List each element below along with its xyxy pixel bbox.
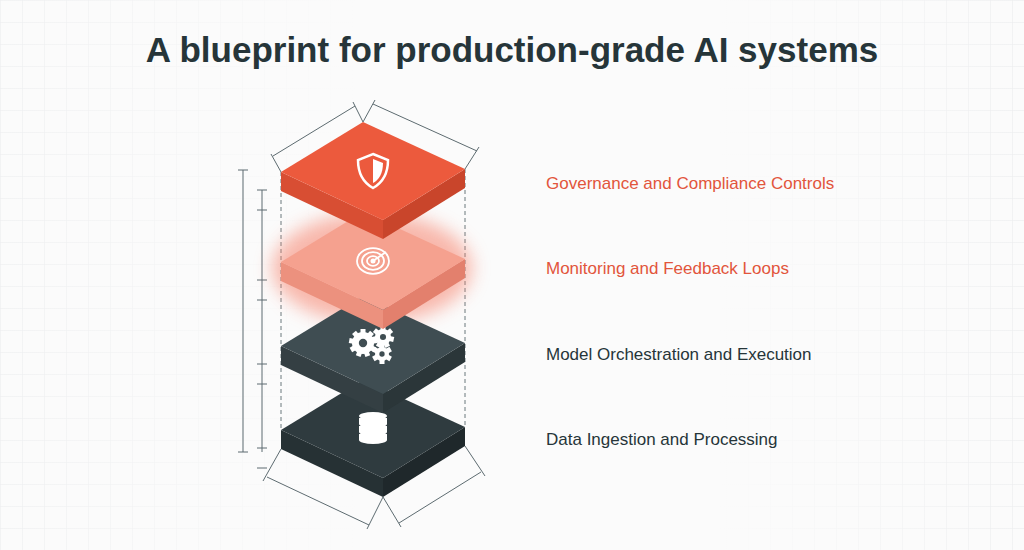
db-icon xyxy=(359,412,387,444)
guide-lines xyxy=(281,169,465,478)
layer-name: Model Orchestration and Execution xyxy=(546,345,812,365)
radar-icon xyxy=(357,248,389,274)
shield-icon xyxy=(358,154,388,188)
layer-name: Monitoring and Feedback Loops xyxy=(546,259,789,279)
layer-label: Monitoring and Feedback Loops xyxy=(540,255,795,283)
layer-slab xyxy=(281,122,465,239)
dimension-lines xyxy=(238,100,485,529)
layer-name: Data Ingestion and Processing xyxy=(546,430,778,450)
layer-name: Governance and Compliance Controls xyxy=(546,174,834,194)
layer-label: Data Ingestion and Processing xyxy=(540,426,784,454)
layer-label: Model Orchestration and Execution xyxy=(540,341,818,369)
layer-label: Governance and Compliance Controls xyxy=(540,170,840,198)
gears-icon xyxy=(349,326,395,364)
diagram-title: A blueprint for production-grade AI syst… xyxy=(0,30,1024,70)
